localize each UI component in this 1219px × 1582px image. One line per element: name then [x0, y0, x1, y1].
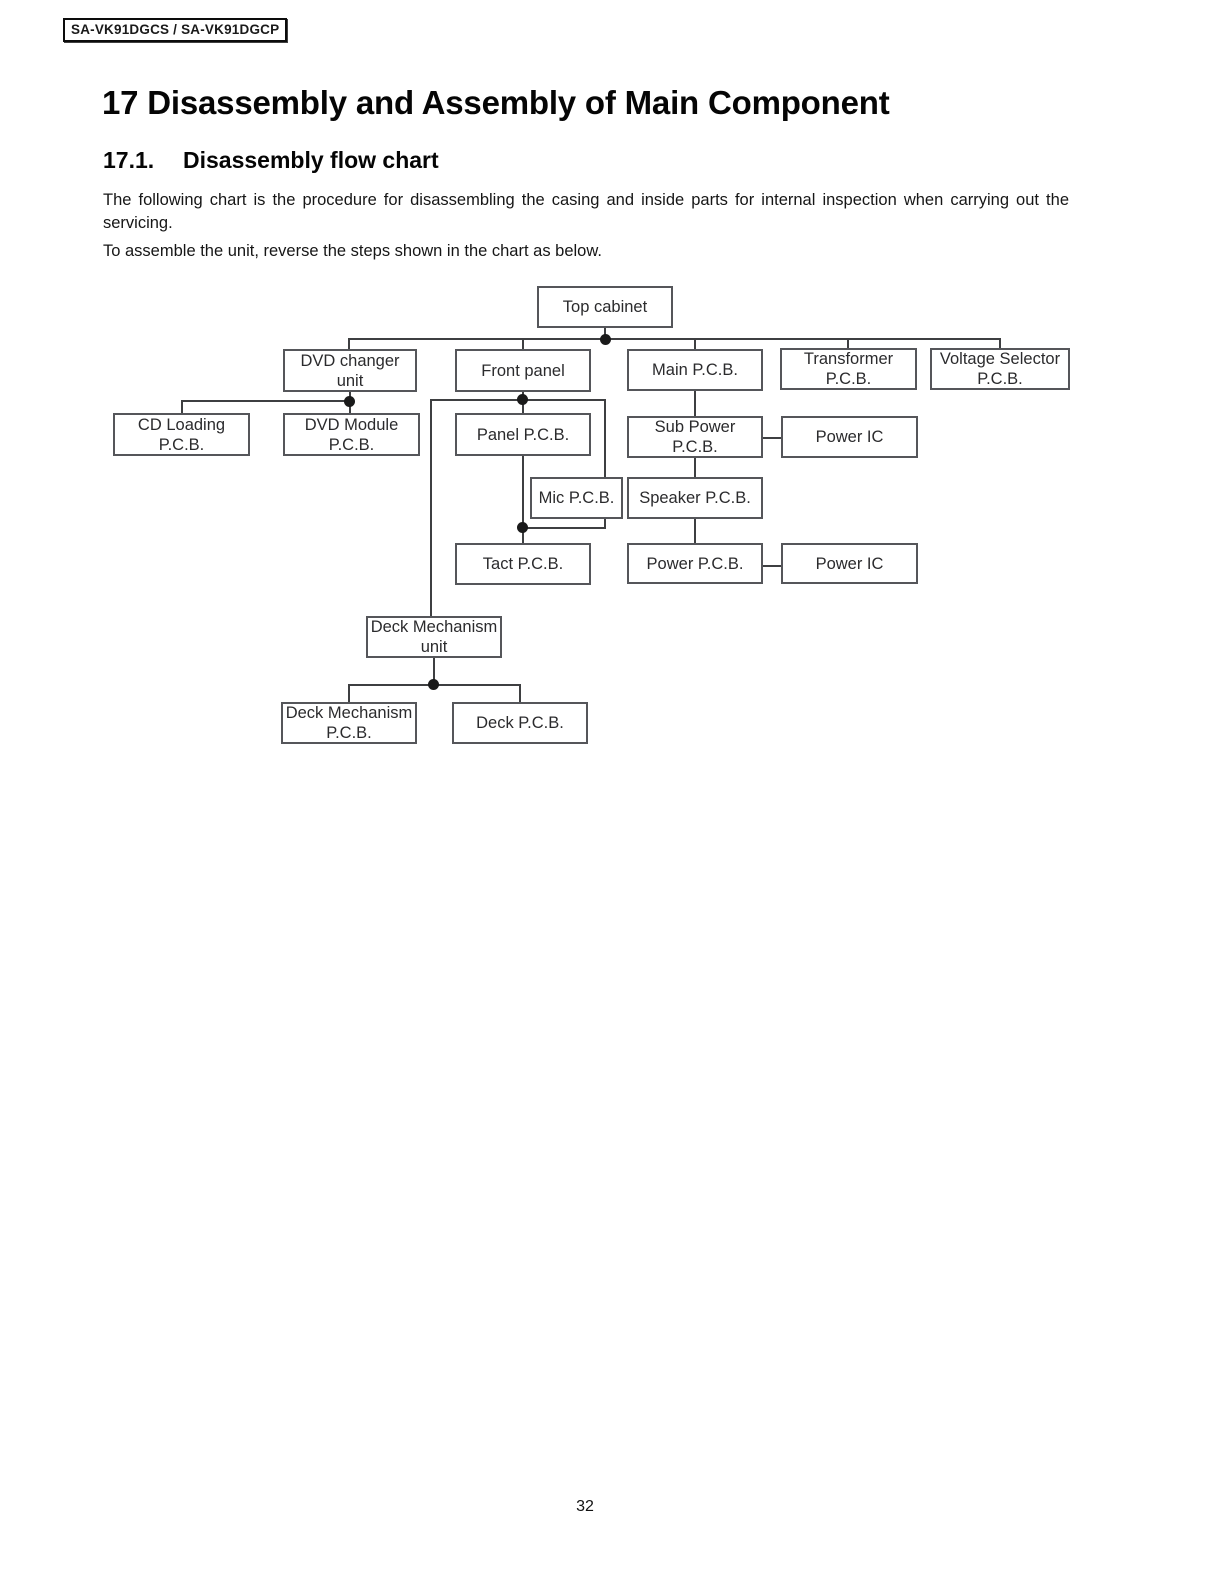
node-tact-pcb: Tact P.C.B.: [455, 543, 591, 585]
node-mic-pcb: Mic P.C.B.: [530, 477, 623, 519]
connector-line: [522, 455, 524, 528]
connector-line: [348, 684, 350, 702]
node-panel-pcb: Panel P.C.B.: [455, 413, 591, 456]
connector-line: [604, 399, 606, 529]
junction-dot: [344, 396, 355, 407]
connector-line: [999, 338, 1001, 349]
connector-line: [522, 338, 524, 350]
connector-line: [522, 527, 524, 543]
chapter-title: 17 Disassembly and Assembly of Main Comp…: [102, 84, 890, 121]
junction-dot: [428, 679, 439, 690]
node-power-ic-top: Power IC: [781, 416, 918, 458]
body-paragraph-1: The following chart is the procedure for…: [103, 191, 1069, 232]
node-top-cabinet: Top cabinet: [537, 286, 673, 328]
connector-line: [348, 338, 350, 350]
model-number-badge: SA-VK91DGCS / SA-VK91DGCP: [63, 18, 288, 42]
body-paragraph-2: To assemble the unit, reverse the steps …: [103, 242, 602, 260]
node-dvd-changer-unit: DVD changer unit: [283, 349, 417, 392]
node-dvd-module-pcb: DVD Module P.C.B.: [283, 413, 420, 456]
junction-dot: [517, 394, 528, 405]
connector-line: [181, 400, 351, 402]
node-power-ic-bottom: Power IC: [781, 543, 918, 584]
connector-line: [694, 519, 696, 543]
node-deck-mechanism-pcb: Deck Mechanism P.C.B.: [281, 702, 417, 744]
node-sub-power-pcb: Sub Power P.C.B.: [627, 416, 763, 458]
section-number: 17.1.: [103, 147, 155, 173]
disassembly-flow-chart: Top cabinet DVD changer unit Front panel…: [0, 0, 1219, 780]
section-title: Disassembly flow chart: [183, 147, 439, 173]
connector-line: [694, 338, 696, 350]
node-front-panel: Front panel: [455, 349, 591, 392]
node-voltage-selector-pcb: Voltage Selector P.C.B.: [930, 348, 1070, 390]
connector-line: [847, 338, 849, 349]
connector-line: [181, 400, 183, 413]
connector-line: [519, 684, 521, 702]
connector-line: [763, 565, 781, 567]
node-main-pcb: Main P.C.B.: [627, 349, 763, 391]
connector-line: [763, 437, 781, 439]
page-number: 32: [576, 1498, 594, 1515]
connector-line: [348, 338, 1001, 340]
connector-line: [430, 399, 432, 616]
connector-line: [694, 390, 696, 416]
node-deck-pcb: Deck P.C.B.: [452, 702, 588, 744]
junction-dot: [600, 334, 611, 345]
node-transformer-pcb: Transformer P.C.B.: [780, 348, 917, 390]
section-heading: 17.1. Disassembly flow chart: [103, 147, 439, 174]
connector-line: [433, 658, 435, 686]
node-speaker-pcb: Speaker P.C.B.: [627, 477, 763, 519]
node-deck-mechanism-unit: Deck Mechanism unit: [366, 616, 502, 658]
connector-line: [522, 399, 524, 413]
node-power-pcb: Power P.C.B.: [627, 543, 763, 584]
junction-dot: [517, 522, 528, 533]
connector-line: [694, 457, 696, 477]
node-cd-loading-pcb: CD Loading P.C.B.: [113, 413, 250, 456]
connector-line: [522, 527, 606, 529]
